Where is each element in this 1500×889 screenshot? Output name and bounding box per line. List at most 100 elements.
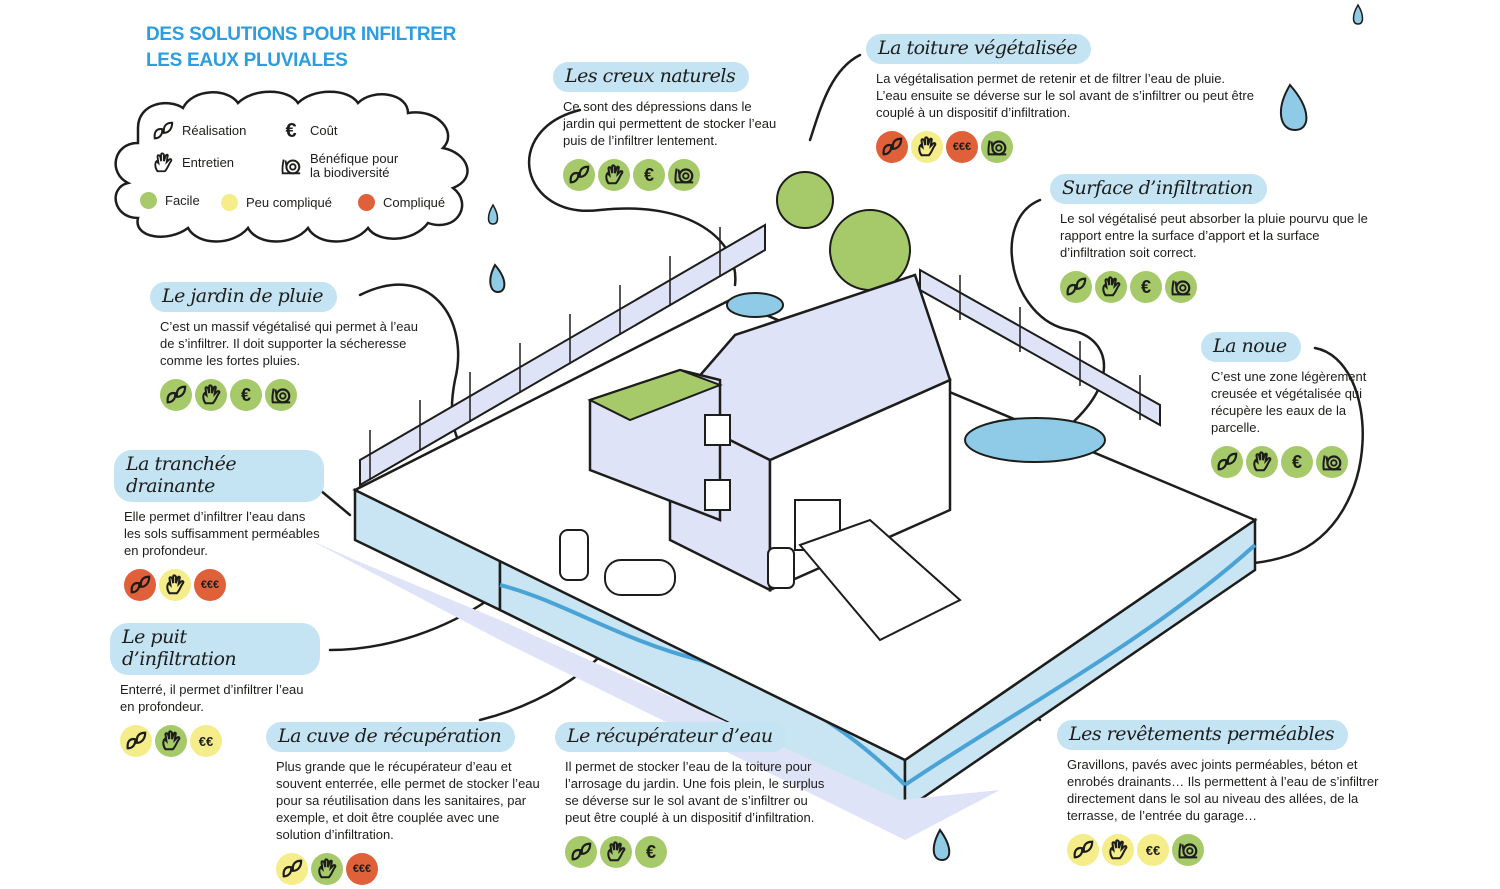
legend-cout: € Coût [280, 120, 337, 142]
leaf-icon [565, 836, 597, 868]
cloud-shape [114, 90, 469, 243]
hand-icon [195, 379, 227, 411]
legend-label: Réalisation [182, 123, 247, 138]
main-title-line-2: LES EAUX PLUVIALES [146, 50, 348, 71]
card-title: La noue [1201, 332, 1301, 362]
hand-icon [152, 152, 174, 174]
hand-icon [159, 569, 191, 601]
card-title: Les creux naturels [553, 62, 750, 92]
legend-facile: Facile [140, 192, 200, 209]
leaf-icon [124, 569, 156, 601]
leaf-icon [876, 131, 908, 163]
leaf-icon [160, 379, 192, 411]
snail-icon [1165, 271, 1197, 303]
snail-icon [981, 131, 1013, 163]
card-jardin: Le jardin de pluie C’est un massif végét… [150, 282, 420, 411]
card-text: Enterré, il permet d’infiltrer l’eau en … [120, 682, 304, 714]
card-noue: La noue C’est une zone légèrement creusé… [1201, 332, 1376, 478]
hand-icon [1102, 834, 1134, 866]
euro-icon: € [1130, 271, 1162, 303]
rating-icons: €€ [1067, 834, 1387, 866]
card-title: Surface d’infiltration [1050, 174, 1267, 204]
card-text: C’est un massif végétalisé qui permet à … [160, 319, 418, 368]
rating-icons: € [563, 159, 783, 191]
euro-icon: €€€ [946, 131, 978, 163]
leaf-icon [152, 120, 174, 142]
rating-icons: € [1211, 446, 1376, 478]
card-tranchee: La tranchée drainante Elle permet d’infi… [114, 450, 324, 601]
card-title: La cuve de récupération [266, 722, 516, 752]
legend-realisation: Réalisation [152, 120, 246, 142]
euro-icon: € [1281, 446, 1313, 478]
legend-complique: Compliqué [358, 194, 445, 211]
rating-icons: € [1060, 271, 1380, 303]
leaf-icon [563, 159, 595, 191]
card-text: Elle permet d’infiltrer l’eau dans les s… [124, 509, 320, 558]
rating-icons: € [565, 836, 830, 868]
euro-icon: €€ [190, 725, 222, 757]
legend-label: Peu compliqué [246, 194, 332, 210]
snail-icon [280, 155, 302, 177]
yellow-dot [221, 194, 238, 211]
legend-label: Facile [165, 192, 200, 208]
euro-icon: €€€ [346, 853, 378, 885]
euro-icon: € [230, 379, 262, 411]
card-revetements: Les revêtements perméables Gravillons, p… [1057, 720, 1387, 866]
leaf-icon [1067, 834, 1099, 866]
euro-icon: € [635, 836, 667, 868]
card-text: Plus grande que le récupérateur d’eau et… [276, 759, 540, 842]
card-title: Le jardin de pluie [150, 282, 337, 312]
snail-icon [668, 159, 700, 191]
legend: Réalisation € Coût Entretien Bénéfique po… [108, 88, 488, 243]
card-title: Les revêtements perméables [1057, 720, 1349, 750]
hand-icon [155, 725, 187, 757]
rating-icons: €€ [120, 725, 320, 757]
rating-icons: €€€ [876, 131, 1256, 163]
leaf-icon [276, 853, 308, 885]
card-toiture: La toiture végétalisée La végétalisation… [866, 34, 1256, 163]
legend-peu-complique: Peu compliqué [221, 194, 332, 211]
main-title: DES SOLUTIONS POUR INFILTRER LES EAUX PL… [146, 22, 456, 74]
card-recuperateur: Le récupérateur d’eau Il permet de stock… [555, 722, 830, 868]
rating-icons: € [160, 379, 420, 411]
hand-icon [311, 853, 343, 885]
card-title: Le puit d’infiltration [110, 623, 320, 675]
hand-icon [598, 159, 630, 191]
card-text: Il permet de stocker l’eau de la toiture… [565, 759, 825, 825]
rating-icons: €€€ [276, 853, 541, 885]
snail-icon [265, 379, 297, 411]
hand-icon [911, 131, 943, 163]
euro-icon: € [285, 120, 297, 142]
card-puits: Le puit d’infiltration Enterré, il perme… [110, 623, 320, 757]
card-text: C’est une zone légèrement creusée et vég… [1211, 369, 1367, 435]
orange-dot [358, 194, 375, 211]
snail-icon [1172, 834, 1204, 866]
card-title: La toiture végétalisée [866, 34, 1092, 64]
leaf-icon [120, 725, 152, 757]
hand-icon [1095, 271, 1127, 303]
card-text: Le sol végétalisé peut absorber la pluie… [1060, 211, 1368, 260]
rating-icons: €€€ [124, 569, 324, 601]
euro-icon: €€€ [194, 569, 226, 601]
card-title: Le récupérateur d’eau [555, 722, 787, 752]
hand-icon [600, 836, 632, 868]
legend-entretien: Entretien [152, 152, 234, 174]
snail-icon [1316, 446, 1348, 478]
legend-label-line-1: Bénéfique pour [310, 151, 399, 166]
legend-label-line-2: la biodiversité [310, 165, 390, 180]
euro-icon: € [633, 159, 665, 191]
card-text: La végétalisation permet de retenir et d… [876, 71, 1254, 120]
card-text: Ce sont des dépressions dans le jardin q… [563, 99, 777, 148]
card-surface: Surface d’infiltration Le sol végétalisé… [1050, 174, 1380, 303]
green-dot [140, 192, 157, 209]
legend-label: Compliqué [383, 194, 446, 210]
legend-label: Coût [310, 123, 338, 138]
leaf-icon [1060, 271, 1092, 303]
leaf-icon [1211, 446, 1243, 478]
card-text: Gravillons, pavés avec joints perméables… [1067, 757, 1379, 823]
main-title-line-1: DES SOLUTIONS POUR INFILTRER [146, 24, 457, 45]
card-creux: Les creux naturels Ce sont des dépressio… [553, 62, 783, 191]
